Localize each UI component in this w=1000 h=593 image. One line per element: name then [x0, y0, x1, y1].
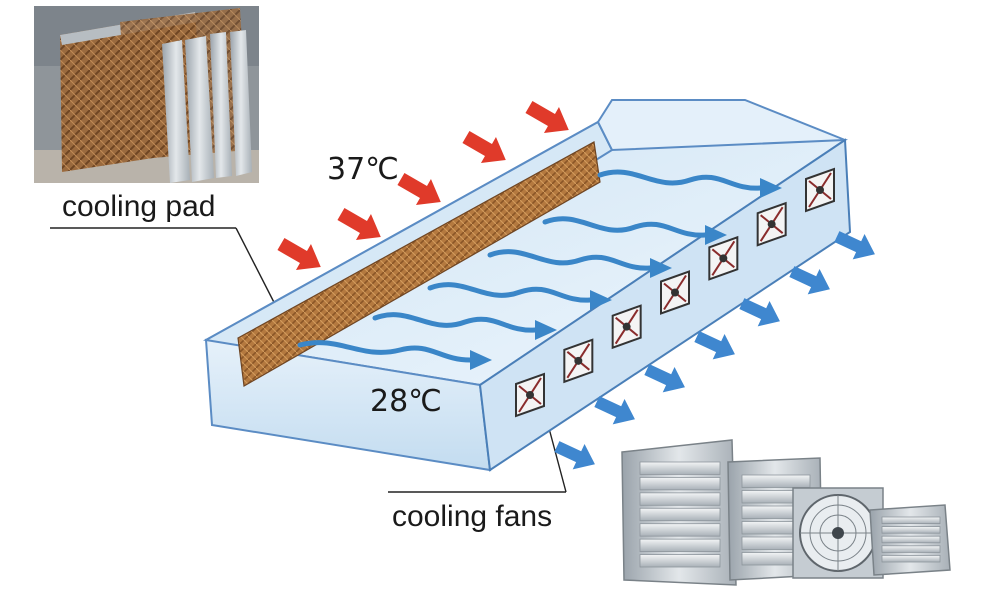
blue-arrow-icon: [739, 298, 780, 327]
fan-row: [515, 167, 835, 418]
wave-arrow-icon: [372, 312, 538, 333]
exhaust-fan-icon: [756, 201, 787, 247]
wave-arrow-icon: [427, 282, 593, 303]
cooling-pad: [237, 141, 601, 387]
blue-arrow-icon: [834, 231, 875, 260]
poultry-house: [203, 99, 852, 472]
blue-arrow-icon: [789, 266, 830, 295]
inlet-temperature-label: 37℃: [327, 152, 399, 187]
blue-arrow-icon: [644, 364, 685, 393]
exhaust-fan-icon: [805, 167, 835, 213]
hot-air-arrows: [277, 100, 569, 270]
airflow-waves: [297, 169, 763, 363]
cooling-fans-label: cooling fans: [392, 500, 553, 533]
cooling-pad-photo: [34, 6, 259, 183]
louvered-fan-1: [639, 461, 721, 568]
exhaust-air-arrows: [554, 231, 875, 470]
exhaust-fan-icon: [611, 304, 642, 350]
blue-arrow-icon: [554, 441, 595, 470]
exhaust-fan-icon: [563, 338, 594, 384]
outlet-temperature-label: 28℃: [370, 384, 442, 419]
wave-arrow-icon: [487, 249, 653, 271]
red-arrow-icon: [277, 237, 321, 270]
exhaust-fan-icon: [515, 372, 545, 418]
exhaust-fan-photo: [610, 430, 955, 593]
red-arrow-icon: [397, 172, 441, 205]
louvered-fan-3: [881, 516, 941, 563]
red-arrow-icon: [525, 100, 569, 133]
red-arrow-icon: [462, 130, 506, 163]
wave-arrow-icon: [297, 340, 473, 363]
wave-arrowheads: [470, 178, 782, 370]
wave-arrow-icon: [597, 169, 763, 191]
wave-arrow-icon: [542, 216, 708, 238]
red-arrow-icon: [337, 207, 381, 240]
blue-arrow-icon: [694, 331, 735, 360]
cooling-pad-label: cooling pad: [62, 190, 216, 223]
end-gable: [596, 99, 846, 152]
cooling-pad-pointer: [50, 227, 283, 319]
exhaust-fan-icon: [708, 235, 739, 281]
blue-arrow-icon: [594, 396, 635, 425]
exhaust-fan-icon: [660, 270, 690, 315]
